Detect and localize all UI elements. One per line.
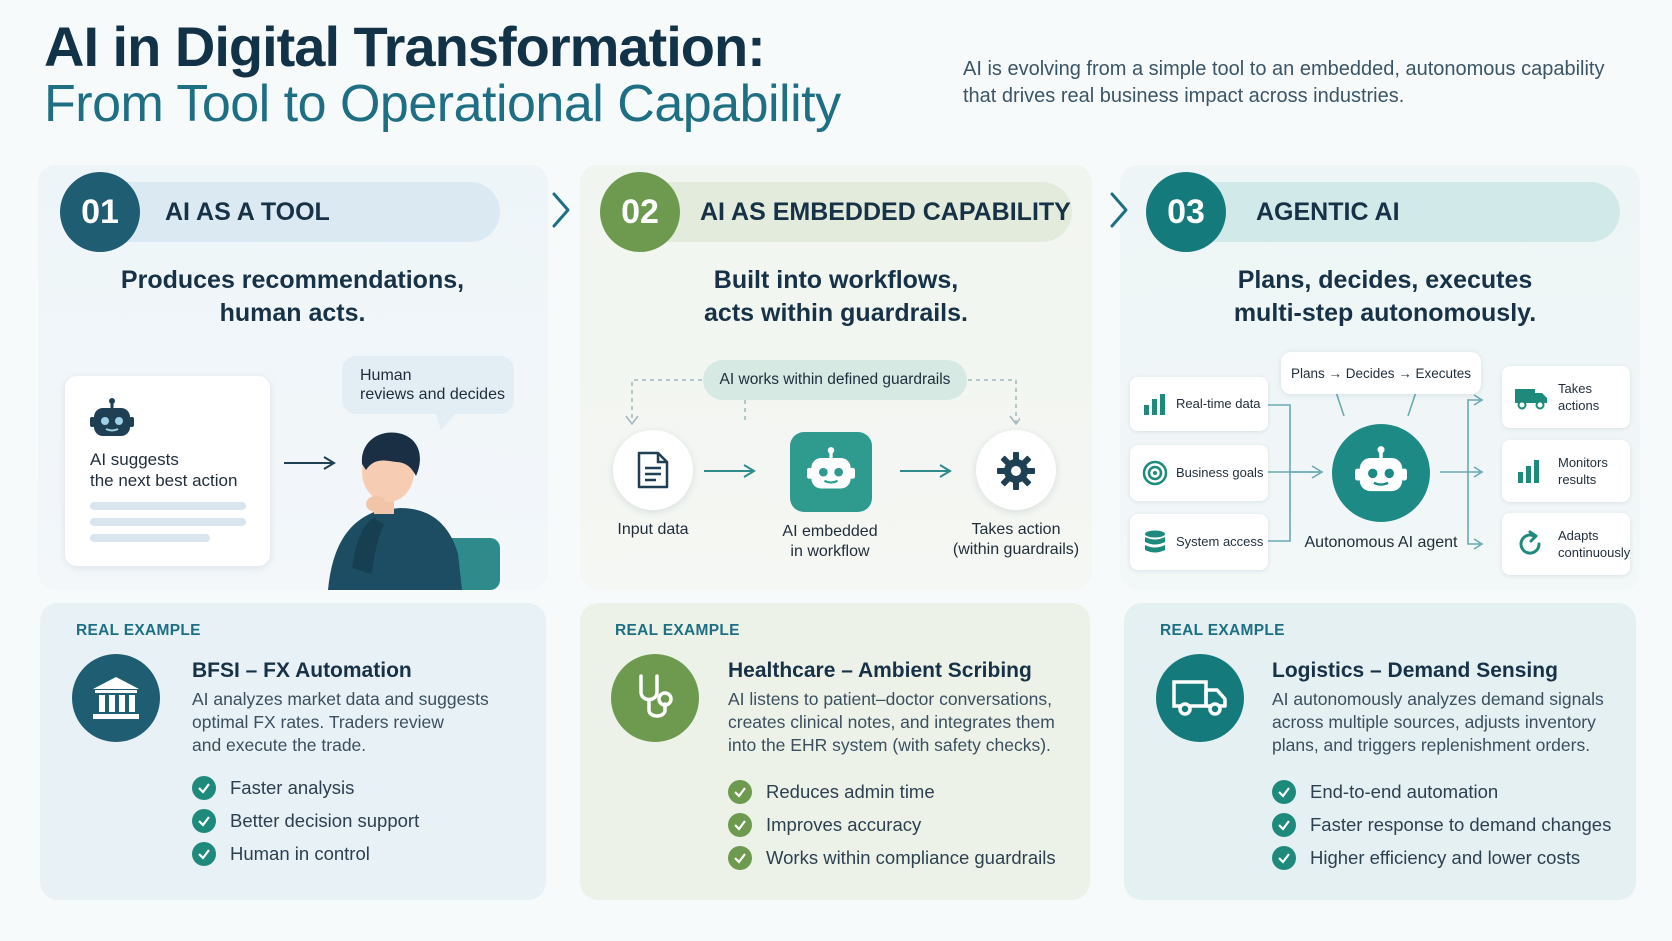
benefit-item: Better decision support [192, 809, 419, 833]
output-monitors-results [1502, 440, 1630, 502]
example-title: Logistics – Demand Sensing [1272, 659, 1558, 682]
input-label: Business goals [1176, 465, 1264, 480]
example-description: AI analyzes market data and suggests opt… [192, 689, 489, 755]
placeholder-line [90, 534, 210, 542]
example-title: Healthcare – Ambient Scribing [728, 659, 1032, 682]
robot-icon [807, 446, 855, 499]
example-label: REAL EXAMPLE [1160, 622, 1285, 639]
stage-label-3: AGENTIC AI [1256, 198, 1400, 226]
truck-icon [1156, 654, 1244, 742]
placeholder-line [90, 502, 246, 510]
placeholder-line [90, 518, 246, 526]
output-connectors [1440, 380, 1500, 575]
stage-label-1: AI AS A TOOL [165, 198, 330, 226]
stage-headline-3: Plans, decides, executes multi-step auto… [1233, 266, 1537, 327]
output-adapts-continuously [1502, 513, 1630, 575]
arrow-right-icon [898, 462, 954, 485]
check-icon [1272, 780, 1296, 804]
check-icon [192, 842, 216, 866]
input-data-label: Input data [617, 521, 689, 538]
benefit-item: Higher efficiency and lower costs [1272, 846, 1580, 870]
check-icon [1272, 813, 1296, 837]
check-icon [192, 809, 216, 833]
chevron-right-icon [1108, 190, 1130, 239]
ai-suggestion-text: AI suggests the next best action [90, 450, 238, 490]
check-icon [728, 780, 752, 804]
check-icon [1272, 846, 1296, 870]
check-icon [728, 846, 752, 870]
example-panel-2 [580, 603, 1090, 900]
human-review-text: Human reviews and decides [360, 367, 505, 403]
page-intro: AI is evolving from a simple tool to an … [963, 58, 1605, 107]
check-icon [728, 813, 752, 837]
stage-number-3: 03 [1146, 172, 1226, 252]
stage-number-2: 02 [600, 172, 680, 252]
stage-number-1: 01 [60, 172, 140, 252]
stage-label-2: AI AS EMBEDDED CAPABILITY [700, 198, 1071, 226]
database-icon [1142, 529, 1168, 560]
stage-header-3 [1150, 182, 1620, 242]
example-label: REAL EXAMPLE [615, 622, 740, 639]
target-icon [1142, 460, 1168, 491]
page-title: AI in Digital Transformation: [44, 15, 766, 78]
guardrail-label: AI works within defined guardrails [703, 360, 967, 400]
gear-icon [996, 451, 1036, 496]
refresh-icon [1516, 530, 1544, 563]
benefit-item: Faster analysis [192, 776, 354, 800]
page-subtitle-title: From Tool to Operational Capability [44, 75, 841, 133]
example-panel-3 [1124, 603, 1636, 900]
autonomous-agent-label: Autonomous AI agent [1304, 534, 1458, 551]
arrow-right-icon [282, 454, 338, 477]
truck-icon [1514, 386, 1548, 415]
example-label: REAL EXAMPLE [76, 622, 201, 639]
speech-bubble [342, 356, 514, 414]
benefit-item: End-to-end automation [1272, 780, 1498, 804]
document-icon [636, 450, 670, 495]
example-description: AI autonomously analyzes demand signals … [1272, 689, 1604, 755]
human-thinking-icon [322, 428, 502, 595]
stage-headline-1: Produces recommendations, human acts. [120, 266, 465, 327]
stage-headline-2: Built into workflows, acts within guardr… [704, 266, 968, 327]
takes-action-label: Takes action (within guardrails) [952, 521, 1080, 558]
input-label: System access [1176, 534, 1264, 549]
output-label: Takes actions [1558, 381, 1600, 413]
stethoscope-icon [611, 654, 699, 742]
bank-icon [72, 654, 160, 742]
chevron-right-icon [550, 190, 572, 239]
check-icon [192, 776, 216, 800]
benefit-item: Works within compliance guardrails [728, 846, 1056, 870]
ai-embedded-label: AI embedded in workflow [782, 523, 878, 560]
input-label: Real-time data [1176, 396, 1261, 411]
benefit-item: Reduces admin time [728, 780, 935, 804]
input-data-node [613, 430, 693, 510]
benefit-item: Human in control [192, 842, 370, 866]
robot-icon [90, 398, 134, 445]
bubble-tail [435, 412, 457, 437]
benefit-item: Improves accuracy [728, 813, 921, 837]
benefit-item: Faster response to demand changes [1272, 813, 1611, 837]
plans-decides-executes-label: Plans → Decides → Executes [1281, 352, 1481, 394]
output-label: Adapts continuously [1558, 528, 1631, 560]
agent-connectors [1268, 380, 1488, 575]
example-description: AI listens to patient–doctor conversatio… [728, 689, 1055, 755]
robot-icon [1355, 446, 1407, 501]
example-title: BFSI – FX Automation [192, 659, 412, 682]
output-label: Monitors results [1558, 455, 1608, 487]
bar-chart-icon [1516, 458, 1544, 489]
bar-chart-icon [1142, 391, 1168, 422]
arrow-right-icon [702, 462, 758, 485]
example-panel-1 [40, 603, 546, 900]
